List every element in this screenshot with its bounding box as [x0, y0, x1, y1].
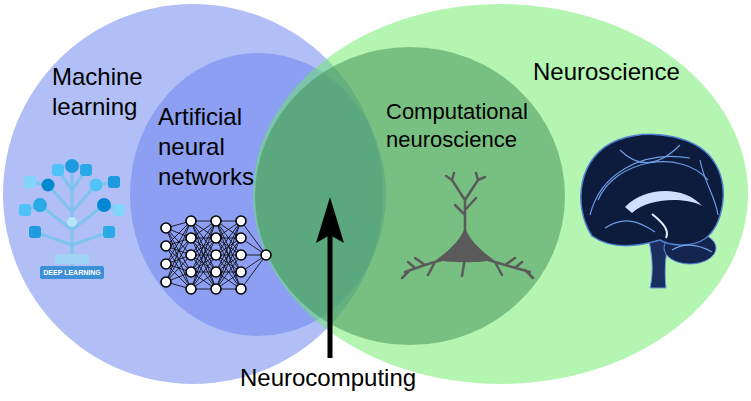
outer-ellipse: NeuroscienceComputational neuroscience — [253, 4, 748, 384]
pointer-label: Neurocomputing — [240, 363, 440, 393]
region-outline — [255, 47, 565, 345]
icon-caption: DEEP LEARNING — [40, 266, 104, 279]
neuron-icon — [402, 173, 533, 278]
brain-icon — [581, 134, 723, 288]
region-label: Machine learning — [52, 62, 164, 122]
machine-learning-icon — [19, 159, 125, 279]
region-label: Computational neuroscience — [386, 98, 556, 153]
region-label: Neuroscience — [533, 57, 703, 87]
region-fill — [255, 47, 565, 345]
pointer-arrow — [316, 197, 344, 358]
region-label: Artificial neural networks — [158, 102, 270, 192]
inner-circle: Computational neuroscience — [255, 47, 565, 345]
neural-network-icon — [161, 216, 271, 294]
region-fill — [253, 4, 748, 384]
